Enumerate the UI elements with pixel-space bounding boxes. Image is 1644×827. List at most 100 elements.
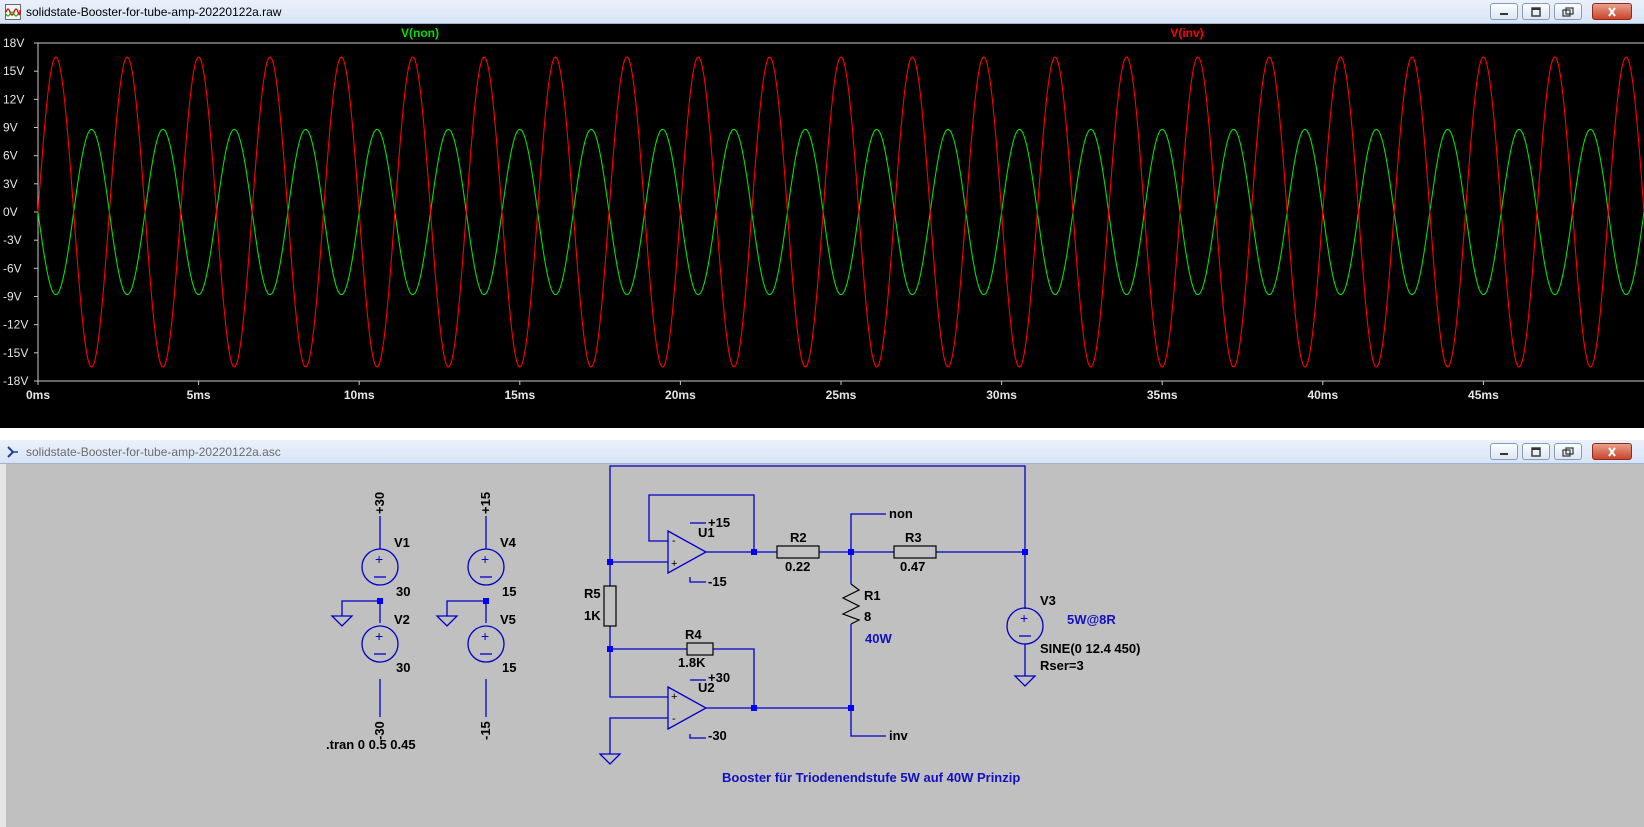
close-icon <box>1608 6 1616 17</box>
u1-vplus: +15 <box>708 515 730 530</box>
u2-vminus: -30 <box>708 728 727 743</box>
resistor-r2[interactable] <box>776 545 820 559</box>
voltage-source-v3[interactable]: + <box>1006 607 1044 645</box>
svg-text:+: + <box>1020 610 1028 626</box>
y-tick-label: -9V <box>3 290 22 304</box>
waveform-window-title: solidstate-Booster-for-tube-amp-20220122… <box>26 5 282 19</box>
v5-bottom-label: -15 <box>478 721 493 740</box>
r2-value: 0.22 <box>785 559 810 574</box>
v2-value: 30 <box>396 660 410 675</box>
v1-value: 30 <box>396 584 410 599</box>
r1-note: 40W <box>865 631 892 646</box>
svg-text:+: + <box>481 551 489 567</box>
resistor-r5[interactable] <box>603 585 617 627</box>
x-tick-label: 10ms <box>344 388 375 402</box>
minimize-icon <box>1500 12 1508 15</box>
close-icon <box>1608 446 1616 457</box>
x-tick-label: 15ms <box>504 388 535 402</box>
schem-restore-button[interactable] <box>1554 443 1582 460</box>
legend-vnon[interactable]: V(non) <box>401 26 439 40</box>
y-tick-label: 12V <box>3 92 24 106</box>
waveform-chart[interactable]: 18V15V12V9V6V3V0V-3V-6V-9V-12V-15V-18V0m… <box>0 24 1644 428</box>
v3-note: 5W@8R <box>1067 612 1116 627</box>
r4-value: 1.8K <box>678 655 706 670</box>
r5-value: 1K <box>584 608 601 623</box>
u2-vplus: +30 <box>708 670 730 685</box>
net-non-label: non <box>889 506 913 521</box>
y-tick-label: -3V <box>3 233 22 247</box>
maximize-button[interactable] <box>1522 3 1550 20</box>
y-tick-label: -12V <box>3 318 28 332</box>
u1-minus-label: - <box>672 535 676 547</box>
y-tick-label: 18V <box>3 36 24 50</box>
maximize-icon <box>1531 6 1541 17</box>
schematic-titlebar[interactable]: solidstate-Booster-for-tube-amp-20220122… <box>0 440 1644 464</box>
y-tick-label: 15V <box>3 64 24 78</box>
v1-name: V1 <box>394 535 410 550</box>
close-button[interactable] <box>1592 3 1632 20</box>
schem-close-button[interactable] <box>1592 443 1632 460</box>
v4-value: 15 <box>502 584 516 599</box>
voltage-source-v2[interactable]: + <box>361 625 399 663</box>
schem-maximize-button[interactable] <box>1522 443 1550 460</box>
x-tick-label: 30ms <box>986 388 1017 402</box>
u1-vminus: -15 <box>708 574 727 589</box>
mdi-background <box>0 428 1644 440</box>
resistor-r1[interactable] <box>841 583 861 625</box>
schematic-comment[interactable]: Booster für Triodenendstufe 5W auf 40W P… <box>722 770 1020 785</box>
x-tick-label: 0ms <box>26 388 50 402</box>
schem-minimize-button[interactable] <box>1490 443 1518 460</box>
ground-symbols <box>330 615 1037 765</box>
voltage-source-v5[interactable]: + <box>467 625 505 663</box>
y-tick-label: -6V <box>3 261 22 275</box>
y-tick-label: 0V <box>3 205 18 219</box>
v4-name: V4 <box>500 535 517 550</box>
x-tick-label: 5ms <box>187 388 211 402</box>
schematic-icon <box>7 446 18 458</box>
schematic-drawing[interactable]: + + + + + <box>6 464 1644 827</box>
waveform-window: solidstate-Booster-for-tube-amp-20220122… <box>0 0 1644 428</box>
r3-value: 0.47 <box>900 559 925 574</box>
restore-button[interactable] <box>1554 3 1582 20</box>
u2-plus-label: + <box>671 691 677 703</box>
resistor-r3[interactable] <box>893 545 937 559</box>
x-tick-label: 45ms <box>1468 388 1499 402</box>
minimize-icon <box>1500 452 1508 455</box>
voltage-source-v4[interactable]: + <box>467 548 505 586</box>
opamp-u2[interactable]: + - <box>667 685 708 731</box>
legend-vinv[interactable]: V(inv) <box>1170 26 1203 40</box>
y-tick-label: -18V <box>3 374 28 388</box>
y-tick-label: 6V <box>3 149 18 163</box>
r2-name: R2 <box>790 530 807 545</box>
series-vinv-line[interactable] <box>37 56 1644 368</box>
series-vnon-line[interactable] <box>37 128 1644 296</box>
v3-rser: Rser=3 <box>1040 658 1084 673</box>
resistor-r4-body <box>686 642 714 656</box>
tran-directive[interactable]: .tran 0 0.5 0.45 <box>326 737 416 752</box>
v3-value: SINE(0 12.4 450) <box>1040 641 1140 656</box>
y-tick-label: 3V <box>3 177 18 191</box>
v2-name: V2 <box>394 612 410 627</box>
v3-name: V3 <box>1040 593 1056 608</box>
opamp-u1[interactable]: - + <box>667 529 708 575</box>
u1-plus-label: + <box>671 558 677 570</box>
wires <box>341 465 1026 754</box>
junction-dots <box>377 549 1028 711</box>
schematic-window-title: solidstate-Booster-for-tube-amp-20220122… <box>26 445 281 459</box>
u1-name: U1 <box>698 525 715 540</box>
schematic-canvas[interactable]: + + + + + <box>0 464 1644 827</box>
resistor-r4[interactable] <box>687 643 713 655</box>
r1-name: R1 <box>864 588 881 603</box>
waveform-icon <box>5 4 21 20</box>
svg-text:+: + <box>375 628 383 644</box>
minimize-button[interactable] <box>1490 3 1518 20</box>
v1-top-label: +30 <box>372 492 387 514</box>
plot-frame <box>37 42 1644 382</box>
voltage-source-v1[interactable]: + <box>361 548 399 586</box>
svg-text:+: + <box>375 551 383 567</box>
v2-bottom-label: -30 <box>372 721 387 740</box>
v5-name: V5 <box>500 612 516 627</box>
waveform-titlebar[interactable]: solidstate-Booster-for-tube-amp-20220122… <box>0 0 1644 24</box>
x-tick-label: 40ms <box>1307 388 1338 402</box>
